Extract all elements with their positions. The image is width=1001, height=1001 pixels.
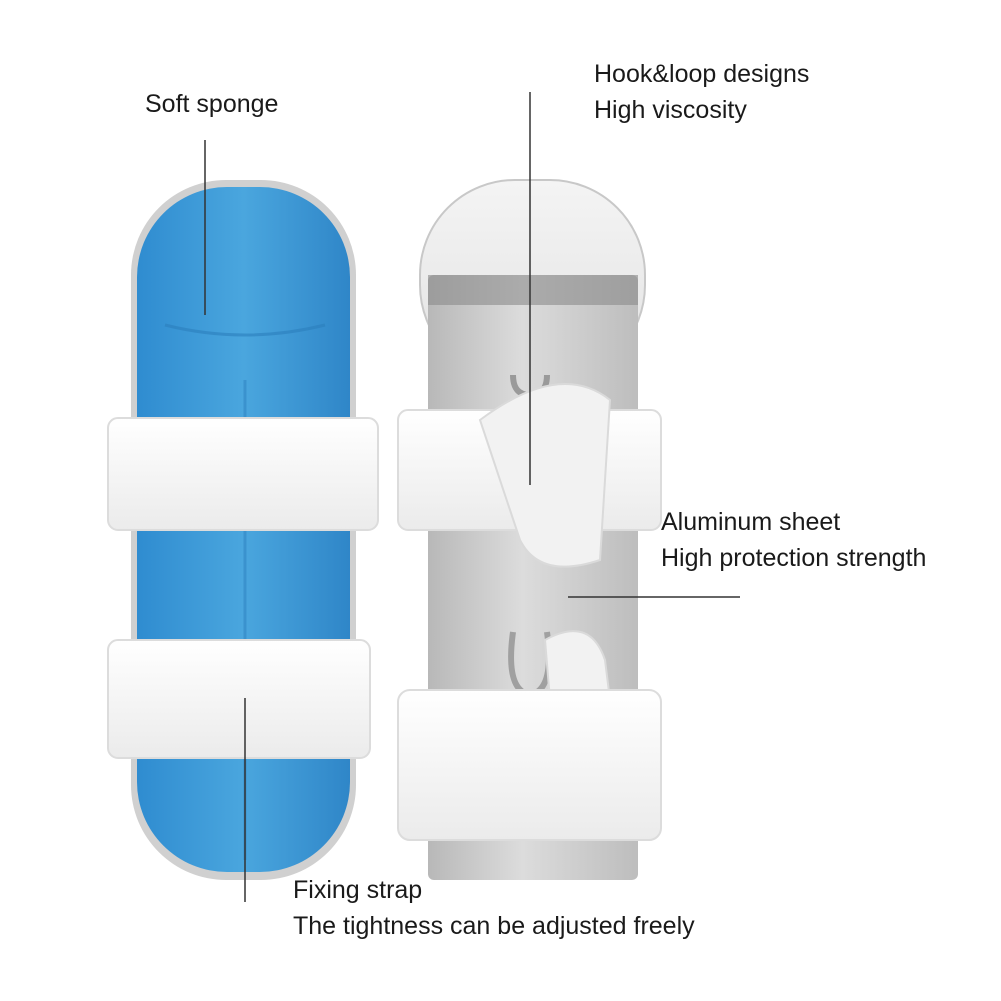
callout-soft-sponge-title: Soft sponge — [145, 90, 279, 118]
callout-hook-loop-title: Hook&loop designs — [594, 60, 810, 88]
aluminum-top-shade — [428, 275, 638, 305]
callout-lines — [204, 92, 740, 902]
callout-fixing-strap-title: Fixing strap — [293, 876, 423, 904]
callout-fixing-strap: Fixing strap The tightness can be adjust… — [293, 872, 695, 944]
sponge-splint — [107, 180, 379, 880]
callout-hook-loop-detail: High viscosity — [594, 96, 747, 124]
sponge-seam — [164, 323, 326, 337]
fixing-strap-upper — [107, 417, 379, 531]
hook-loop-tab — [543, 630, 612, 701]
aluminum-splint — [397, 179, 662, 880]
callout-fixing-strap-detail: The tightness can be adjusted freely — [293, 912, 695, 940]
hook-loop-tab — [478, 383, 612, 568]
hook-loop-strap-lower — [397, 689, 662, 841]
callout-soft-sponge: Soft sponge — [145, 86, 278, 122]
callout-aluminum-detail: High protection strength — [661, 544, 927, 572]
fixing-strap-lower — [107, 639, 371, 759]
callout-hook-loop: Hook&loop designs High viscosity — [594, 56, 809, 128]
callout-aluminum: Aluminum sheet High protection strength — [661, 504, 926, 576]
callout-aluminum-title: Aluminum sheet — [661, 508, 841, 536]
